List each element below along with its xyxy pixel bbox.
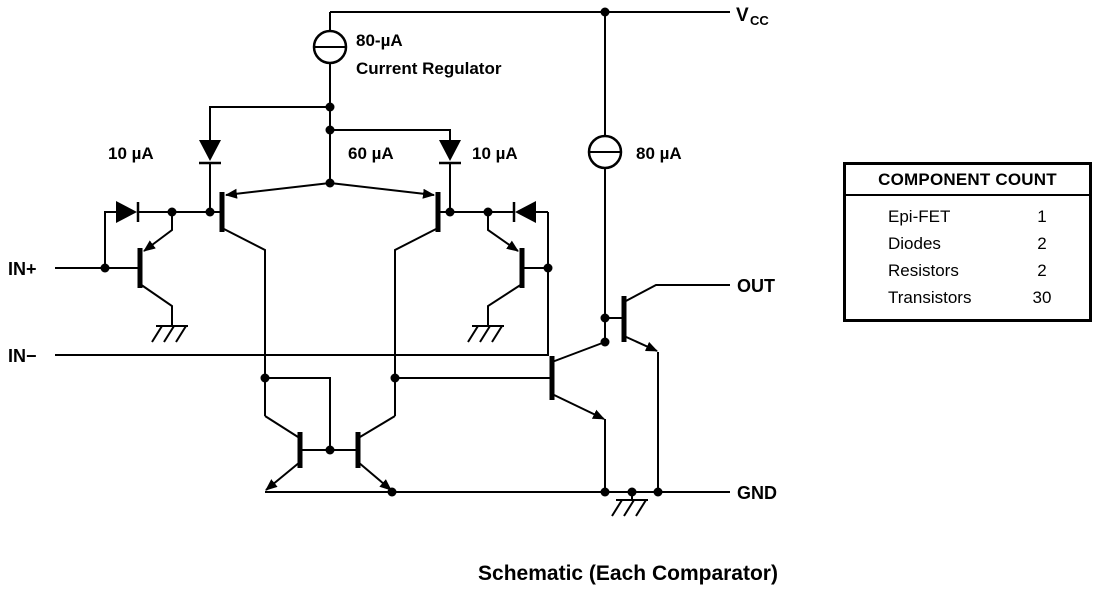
in-plus-label: IN+ xyxy=(8,259,37,279)
current-regulator-symbol xyxy=(312,12,348,188)
component-count-table: COMPONENT COUNT Epi-FET 1 Diodes 2 Resis… xyxy=(843,162,1092,322)
ground-symbol-bottom xyxy=(611,492,648,517)
table-row: Epi-FET 1 xyxy=(846,203,1089,230)
component-name: Transistors xyxy=(888,288,972,307)
table-row: Diodes 2 xyxy=(846,230,1089,257)
input-transistor-outer-left xyxy=(137,212,173,326)
regulator-value-label: 80-µA xyxy=(356,31,403,50)
input-transistor-inner-right xyxy=(329,182,441,416)
out-label: OUT xyxy=(737,276,775,296)
component-name: Resistors xyxy=(888,261,959,280)
current-mirror xyxy=(264,377,396,491)
component-count: 30 xyxy=(1032,288,1052,307)
input-transistor-outer-right xyxy=(487,212,548,326)
in-minus-line xyxy=(55,212,549,356)
output-transistor xyxy=(605,284,730,492)
table-row: Transistors 30 xyxy=(846,284,1089,311)
current-right-label: 10 µA xyxy=(472,144,518,163)
ground-symbol-right xyxy=(467,325,504,343)
gnd-label: GND xyxy=(737,483,777,503)
current-output-label: 80 µA xyxy=(636,144,682,163)
vcc-label: V xyxy=(736,5,749,26)
component-name: Epi-FET xyxy=(888,207,951,226)
bias-branches xyxy=(209,106,451,140)
component-count: 2 xyxy=(1037,261,1047,280)
table-title: COMPONENT COUNT xyxy=(846,165,1089,196)
vcc-rail xyxy=(330,7,730,17)
bias-diode-right xyxy=(439,140,461,212)
clamp-diode-left xyxy=(100,201,220,273)
gain-transistor xyxy=(395,341,606,492)
bias-diode-left xyxy=(199,140,221,212)
current-left-label: 10 µA xyxy=(108,144,154,163)
gnd-rail xyxy=(265,487,730,497)
component-count: 2 xyxy=(1037,234,1047,253)
regulator-name-label: Current Regulator xyxy=(356,59,502,78)
current-center-label: 60 µA xyxy=(348,144,394,163)
table-row: Resistors 2 xyxy=(846,257,1089,284)
table-body: Epi-FET 1 Diodes 2 Resistors 2 Transisto… xyxy=(846,196,1089,319)
output-current-source-symbol xyxy=(587,12,623,347)
in-minus-label: IN− xyxy=(8,346,37,366)
component-name: Diodes xyxy=(888,234,941,253)
ground-symbol-left xyxy=(151,325,188,343)
input-transistor-inner-left xyxy=(219,182,331,416)
vcc-subscript-label: CC xyxy=(750,13,769,28)
component-count: 1 xyxy=(1037,207,1047,226)
figure-caption: Schematic (Each Comparator) xyxy=(478,562,778,585)
